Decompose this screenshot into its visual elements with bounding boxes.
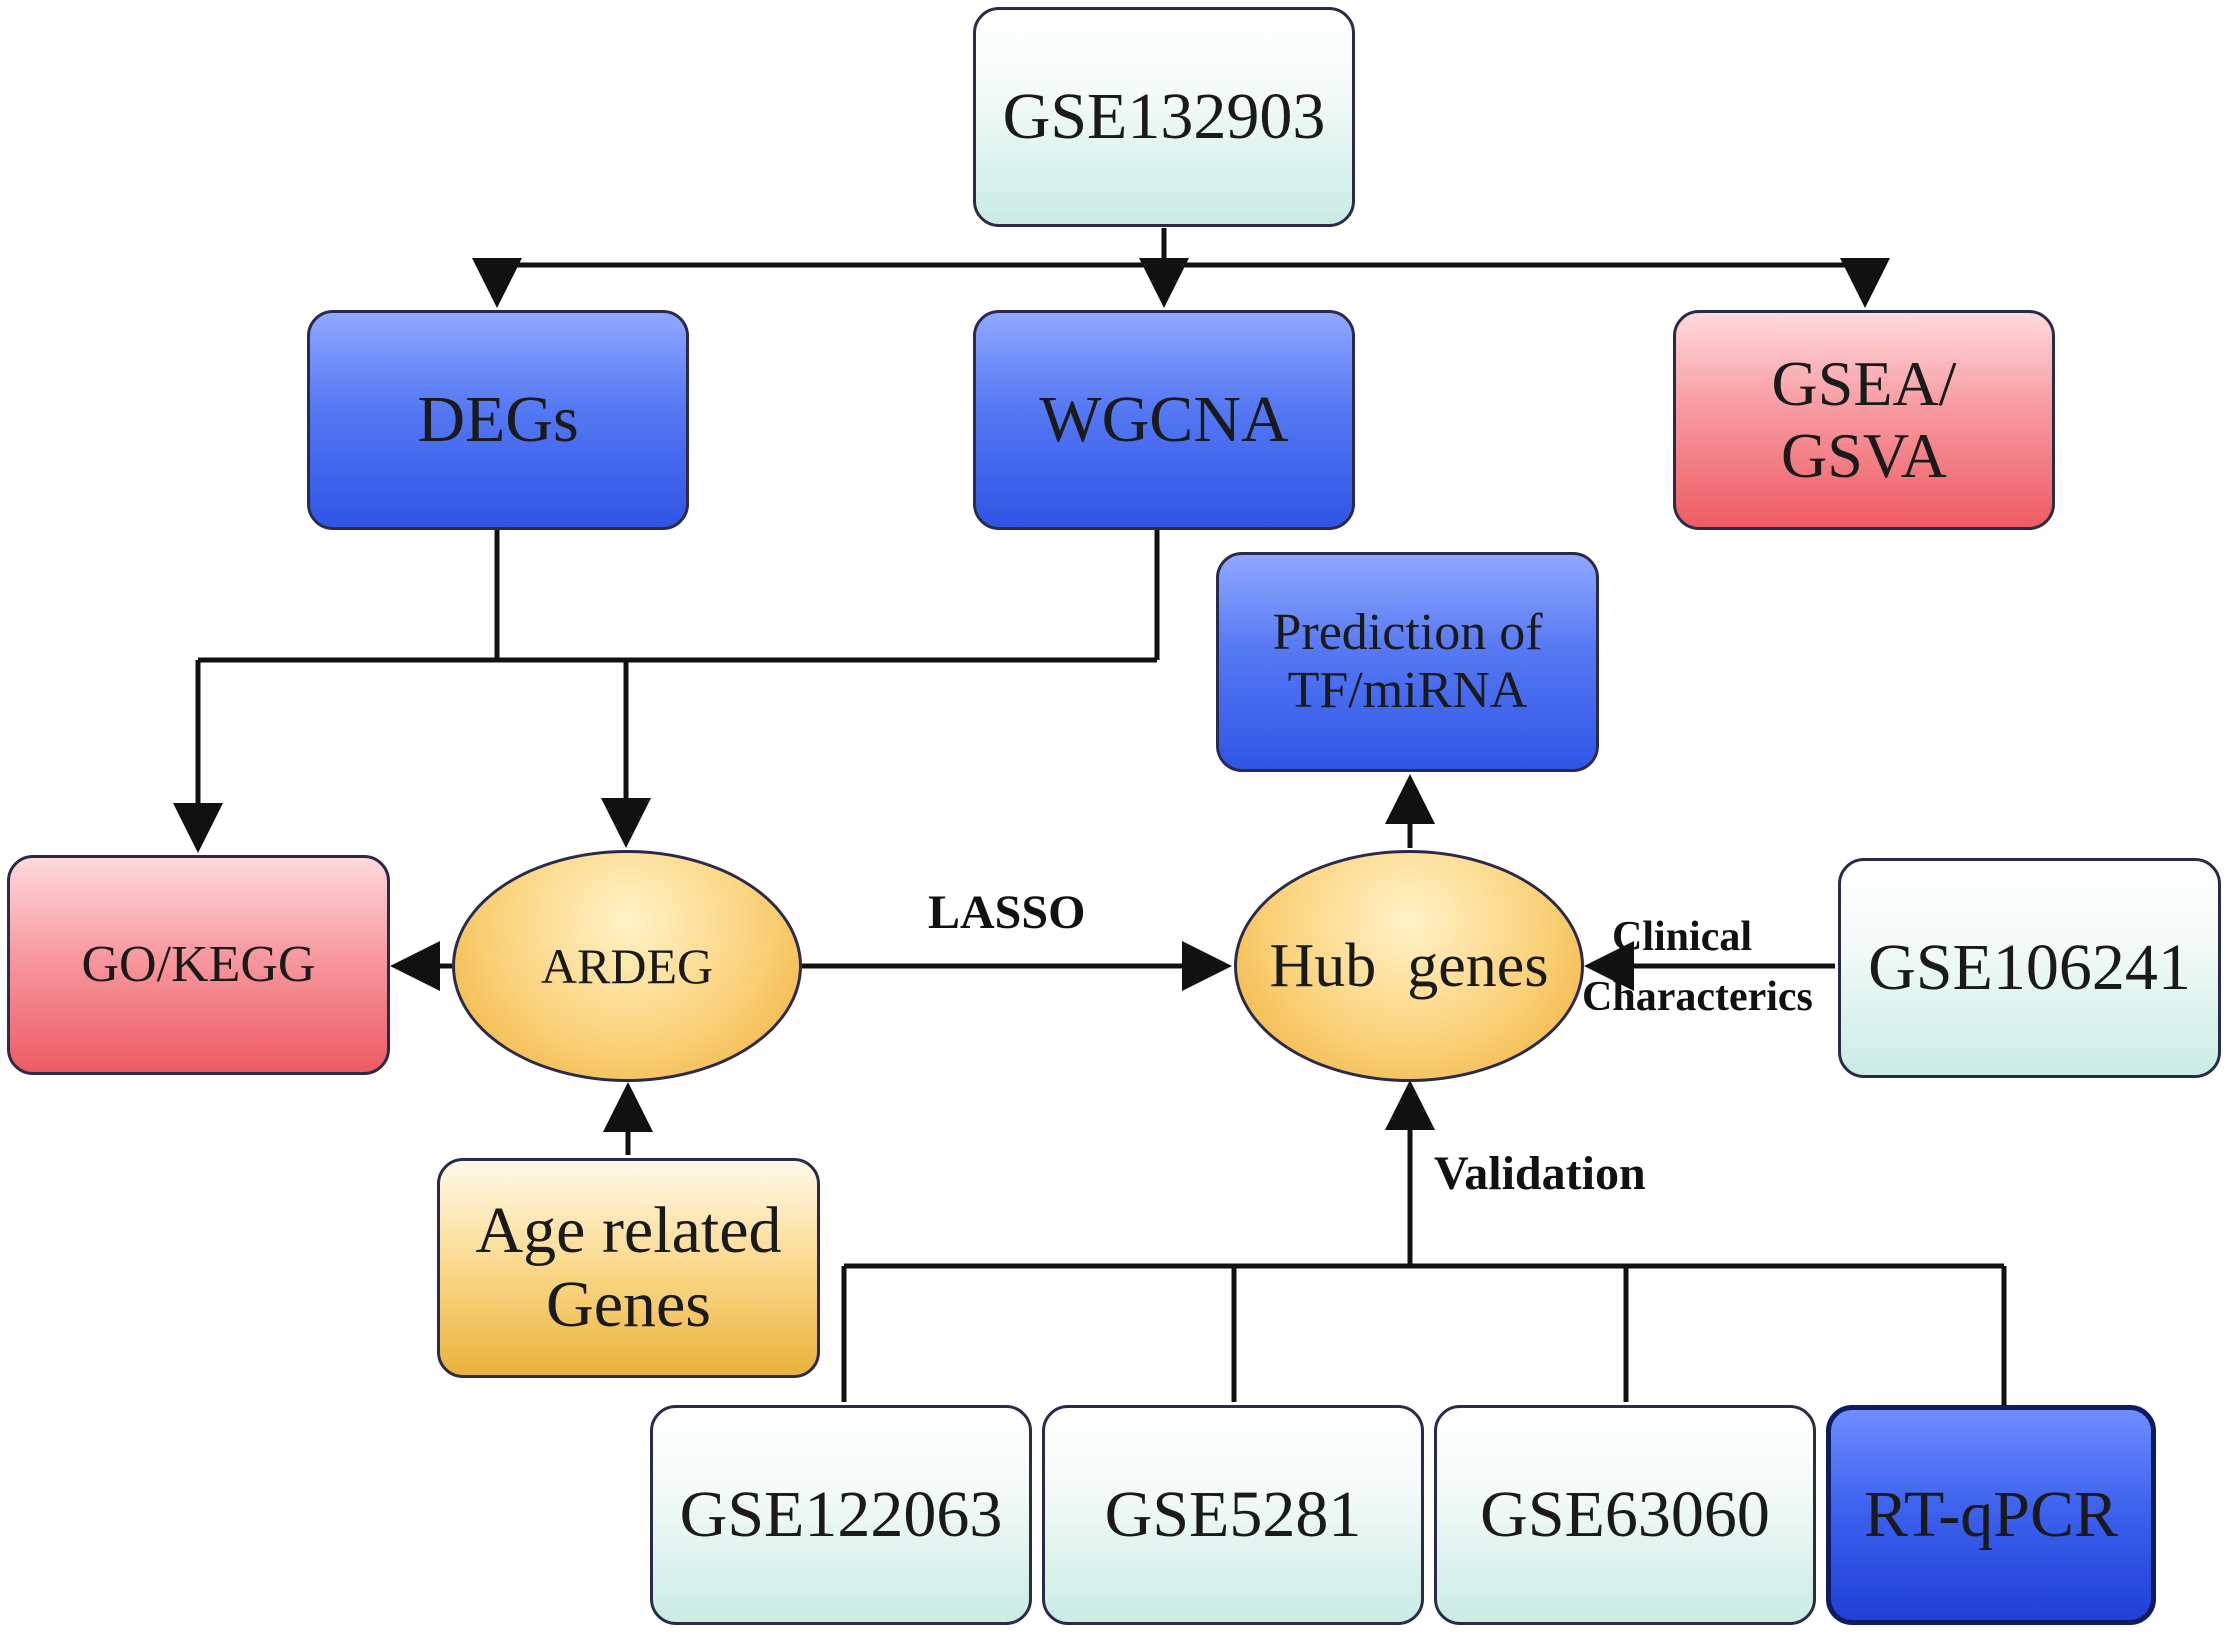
- wgcna-box: WGCNA: [973, 310, 1355, 530]
- degs-box: DEGs: [307, 310, 689, 530]
- clinical-label-line1: Clinical: [1612, 914, 1753, 960]
- gse106241-label: GSE106241: [1868, 931, 2191, 1005]
- go-kegg-label: GO/KEGG: [81, 935, 316, 993]
- gse63060-box: GSE63060: [1434, 1405, 1816, 1625]
- age-related-genes-box: Age related Genes: [437, 1158, 820, 1378]
- go-kegg-box: GO/KEGG: [7, 855, 390, 1075]
- gsea-gsva-box: GSEA/ GSVA: [1673, 310, 2055, 530]
- gsva-label: GSVA: [1781, 420, 1947, 491]
- gsea-label: GSEA/: [1771, 348, 1957, 420]
- age-related-label-line2: Genes: [546, 1268, 711, 1341]
- gse106241-box: GSE106241: [1838, 858, 2221, 1078]
- wgcna-label: WGCNA: [1039, 383, 1289, 457]
- prediction-label-line1: Prediction of: [1272, 603, 1543, 661]
- gse63060-label: GSE63060: [1480, 1478, 1770, 1552]
- rt-qpcr-label: RT-qPCR: [1863, 1478, 2119, 1552]
- gse5281-label: GSE5281: [1104, 1478, 1362, 1552]
- lasso-label: LASSO: [928, 886, 1086, 939]
- ardeg-label: ARDEG: [540, 938, 714, 994]
- hub-genes-label: Hub genes: [1269, 931, 1549, 1000]
- validation-label: Validation: [1434, 1147, 1646, 1200]
- gse122063-label: GSE122063: [679, 1478, 1003, 1552]
- hub-genes-oval: Hub genes: [1234, 850, 1584, 1082]
- gse132903-label: GSE132903: [1002, 80, 1326, 154]
- prediction-label-line2: TF/miRNA: [1287, 662, 1528, 719]
- ardeg-oval: ARDEG: [452, 850, 802, 1082]
- gse5281-box: GSE5281: [1042, 1405, 1424, 1625]
- rt-qpcr-box: RT-qPCR: [1826, 1405, 2156, 1625]
- age-related-label-line1: Age related: [475, 1194, 782, 1268]
- gse132903-box: GSE132903: [973, 7, 1355, 227]
- clinical-label-line2: Characterics: [1582, 974, 1813, 1020]
- degs-label: DEGs: [417, 383, 579, 457]
- prediction-box: Prediction of TF/miRNA: [1216, 552, 1599, 772]
- gse122063-box: GSE122063: [650, 1405, 1032, 1625]
